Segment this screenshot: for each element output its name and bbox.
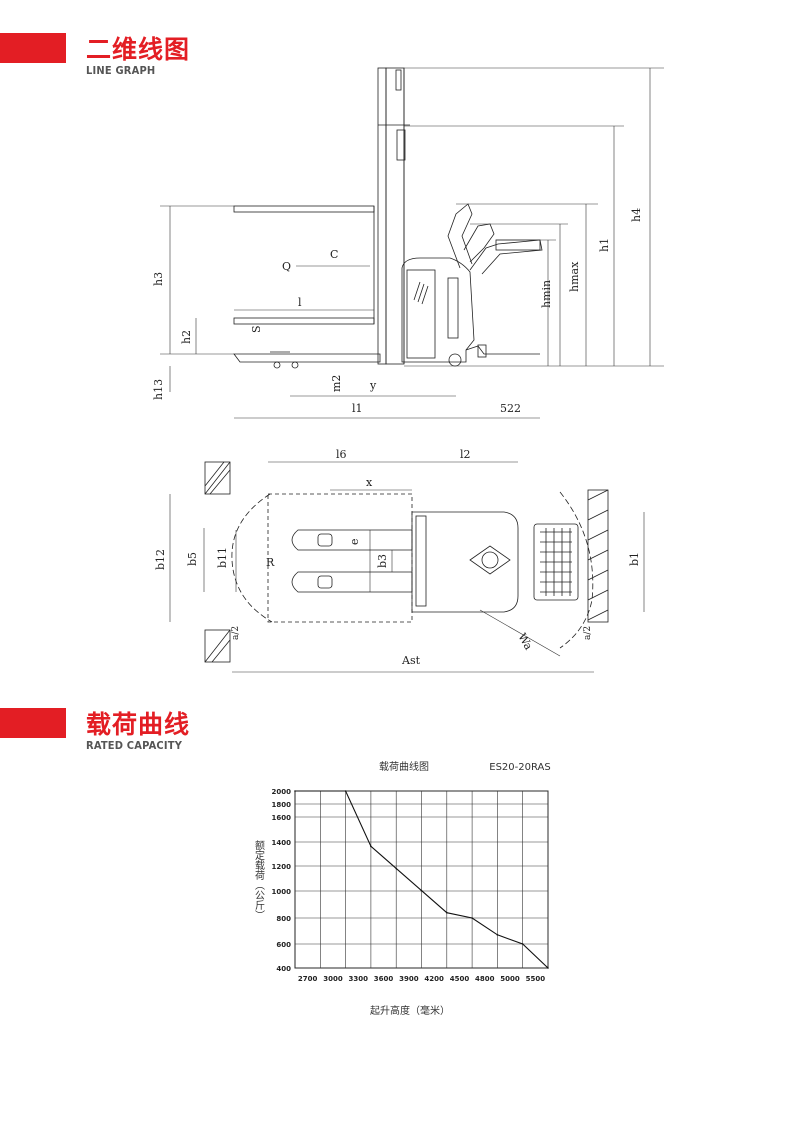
label-522: 522 bbox=[500, 402, 521, 415]
x-tick-label: 3300 bbox=[349, 975, 369, 983]
label-s: S bbox=[250, 325, 263, 333]
x-tick-label: 5000 bbox=[500, 975, 520, 983]
label-a2-left: a/2 bbox=[231, 626, 241, 640]
label-q: Q bbox=[282, 260, 291, 273]
capacity-point bbox=[471, 917, 473, 919]
chart-grid bbox=[294, 790, 549, 969]
label-h13: h13 bbox=[152, 379, 165, 400]
label-y: y bbox=[369, 379, 377, 392]
section1-red-bar bbox=[0, 33, 66, 63]
capacity-point bbox=[521, 943, 524, 945]
section1-subtitle: LINE GRAPH bbox=[86, 64, 156, 77]
label-x: x bbox=[366, 476, 373, 489]
label-l2: l2 bbox=[460, 448, 471, 461]
capacity-point bbox=[344, 790, 347, 792]
chart-ylabel: 额定载荷（公斤） bbox=[253, 839, 265, 920]
label-b11: b11 bbox=[216, 547, 229, 568]
x-tick-label: 3600 bbox=[374, 975, 394, 983]
capacity-point bbox=[294, 790, 296, 792]
label-r: R bbox=[266, 556, 275, 569]
label-b3: b3 bbox=[376, 554, 389, 568]
y-tick-label: 800 bbox=[276, 915, 291, 923]
label-ast: Ast bbox=[401, 654, 421, 667]
label-hmax: hmax bbox=[568, 261, 581, 292]
y-tick-label: 600 bbox=[276, 941, 291, 949]
x-tick-label: 2700 bbox=[298, 975, 318, 983]
label-b1: b1 bbox=[628, 552, 641, 566]
y-tick-label: 400 bbox=[276, 965, 291, 973]
line-graph-drawing: h4 h1 hmax hmin h3 h2 h13 Q C l S m2 y l… bbox=[152, 67, 664, 673]
y-tick-label: 1000 bbox=[272, 888, 292, 896]
x-tick-label: 4200 bbox=[424, 975, 444, 983]
chart-title: 载荷曲线图 bbox=[379, 760, 429, 773]
label-a2-right: a/2 bbox=[583, 626, 593, 640]
label-b12: b12 bbox=[154, 549, 167, 570]
label-h1: h1 bbox=[598, 238, 611, 252]
capacity-point bbox=[420, 889, 423, 892]
capacity-point bbox=[395, 867, 398, 870]
label-h2: h2 bbox=[180, 330, 193, 344]
x-tick-label: 3000 bbox=[323, 975, 343, 983]
label-e: e bbox=[348, 538, 361, 545]
section2-subtitle: RATED CAPACITY bbox=[86, 739, 183, 752]
x-tick-label: 5500 bbox=[526, 975, 546, 983]
label-m2: m2 bbox=[330, 375, 343, 392]
chart-series bbox=[294, 790, 549, 969]
x-tick-label: 4800 bbox=[475, 975, 495, 983]
capacity-line bbox=[295, 790, 549, 969]
capacity-point bbox=[547, 967, 549, 969]
chart-model: ES20-20RAS bbox=[489, 762, 550, 773]
label-b5: b5 bbox=[186, 552, 199, 566]
y-tick-label: 2000 bbox=[272, 788, 292, 796]
section2-title: 载荷曲线 bbox=[86, 710, 191, 739]
chart-ticks: 400 600 800 1000 1200 1400 1600 1800 2000 2700 300… bbox=[272, 788, 546, 983]
x-tick-label: 4500 bbox=[450, 975, 470, 983]
chart-xlabel: 起升高度（毫米） bbox=[370, 1004, 450, 1017]
label-c: C bbox=[330, 248, 338, 261]
y-tick-label: 1800 bbox=[272, 801, 292, 809]
x-tick-label: 3900 bbox=[399, 975, 419, 983]
label-h4: h4 bbox=[630, 208, 643, 222]
capacity-point bbox=[496, 934, 499, 936]
y-tick-label: 1200 bbox=[272, 863, 292, 871]
y-tick-label: 1400 bbox=[272, 839, 292, 847]
label-h3: h3 bbox=[152, 272, 165, 286]
section1-title: 二维线图 bbox=[86, 35, 191, 64]
label-l1: l1 bbox=[352, 402, 363, 415]
label-l: l bbox=[298, 296, 302, 309]
capacity-point bbox=[370, 845, 372, 848]
y-tick-label: 1600 bbox=[272, 814, 292, 822]
capacity-point bbox=[446, 911, 448, 914]
section2-red-bar bbox=[0, 708, 66, 738]
label-l6: l6 bbox=[336, 448, 347, 461]
label-hmin: hmin bbox=[540, 280, 553, 308]
